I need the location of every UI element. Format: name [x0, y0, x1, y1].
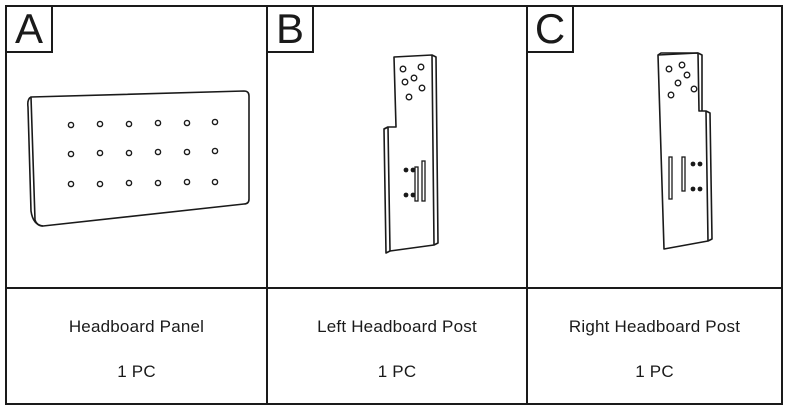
column-divider	[526, 7, 528, 403]
part-letter-a: A	[7, 7, 53, 53]
part-letter-b: B	[268, 7, 314, 53]
part-c-image-cell: C	[528, 7, 781, 287]
part-name: Right Headboard Post	[568, 317, 741, 336]
part-a-image-cell: A	[7, 7, 266, 287]
row-divider	[7, 287, 781, 289]
part-c-label-cell: Right Headboard Post 1 PC	[528, 289, 781, 405]
part-a-label-cell: Headboard Panel 1 PC	[7, 289, 266, 405]
part-quantity: 1 PC	[377, 362, 417, 381]
part-quantity: 1 PC	[635, 362, 674, 381]
part-name: Left Headboard Post	[317, 317, 477, 336]
part-quantity: 1 PC	[117, 362, 156, 381]
parts-table: A B	[5, 5, 783, 405]
left-post-illustration-icon	[383, 54, 439, 254]
part-b-label-cell: Left Headboard Post 1 PC	[268, 289, 526, 405]
column-divider	[266, 7, 268, 403]
part-name: Headboard Panel	[68, 317, 205, 336]
headboard-panel-illustration-icon	[27, 90, 250, 227]
part-b-image-cell: B	[268, 7, 526, 287]
right-post-illustration-icon	[657, 52, 713, 250]
part-letter-c: C	[528, 7, 574, 53]
